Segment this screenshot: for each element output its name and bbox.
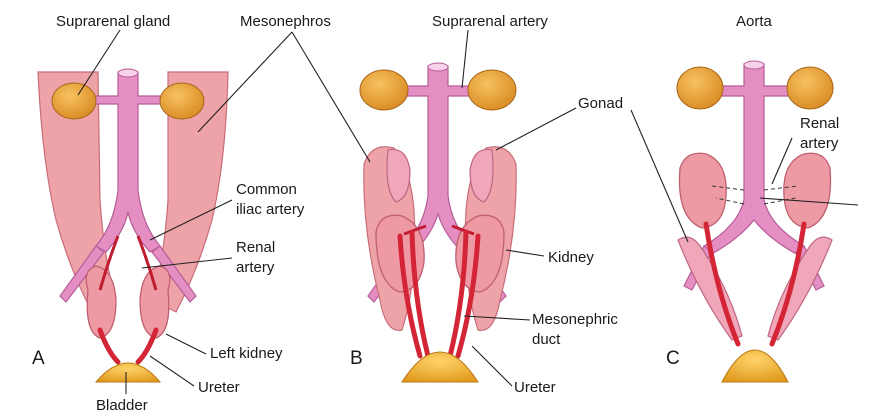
- renal-artery-a-right: [136, 235, 158, 291]
- aorta-a: [89, 71, 169, 253]
- renal-artery-b-right: [451, 224, 475, 236]
- renal-artery-a-left: [98, 235, 120, 291]
- label-bladder: Bladder: [96, 397, 148, 414]
- suprarenal-gland-a-right: [159, 82, 205, 120]
- panel-label-b: B: [350, 348, 363, 369]
- kidney-c-left: [678, 152, 727, 229]
- aorta-a-opening: [117, 68, 139, 78]
- label-common-iliac-line2: iliac artery: [236, 201, 305, 218]
- panel-a: [37, 68, 229, 383]
- ureter-a-left: [97, 327, 121, 365]
- ureter-b-left: [397, 233, 423, 359]
- bladder-a: [94, 362, 162, 383]
- panel-b: [359, 62, 517, 383]
- label-left-kidney: Left kidney: [210, 345, 283, 362]
- renal-artery-c-left-dashed: [711, 185, 745, 205]
- bladder-c: [721, 349, 789, 383]
- mesonephric-duct-b-right: [447, 229, 469, 359]
- suprarenal-gland-a-left: [51, 82, 97, 120]
- label-mesonephros: Mesonephros: [240, 13, 331, 30]
- suprarenal-gland-b-right: [467, 69, 517, 111]
- kidney-a-left: [85, 265, 117, 339]
- gonad-b-left: [386, 148, 411, 203]
- iliac-a-left: [59, 245, 105, 303]
- iliac-a-right: [151, 245, 197, 303]
- kidney-a-right: [139, 265, 171, 339]
- panel-c: [676, 60, 834, 383]
- labels: Suprarenal gland Mesonephros Suprarenal …: [32, 13, 839, 414]
- suprarenal-gland-c-right: [786, 66, 834, 110]
- suprarenal-gland-b-left: [359, 69, 409, 111]
- label-renal-artery-a-line1: Renal: [236, 239, 275, 256]
- gonad-b-right: [469, 148, 494, 203]
- label-ureter-b: Ureter: [514, 379, 556, 396]
- label-kidney: Kidney: [548, 249, 594, 266]
- suprarenal-gland-c-left: [676, 66, 724, 110]
- ureter-c-right: [769, 221, 807, 347]
- label-suprarenal-artery: Suprarenal artery: [432, 13, 548, 30]
- label-renal-artery-c-line1: Renal: [800, 115, 839, 132]
- panel-label-c: C: [666, 348, 680, 369]
- panel-label-a: A: [32, 348, 45, 369]
- label-suprarenal-gland: Suprarenal gland: [56, 13, 170, 30]
- label-renal-artery-c-line2: artery: [800, 135, 839, 152]
- aorta-b: [397, 65, 477, 253]
- ureter-a-right: [135, 327, 159, 365]
- aorta-c-opening: [743, 60, 765, 70]
- label-renal-artery-a-line2: artery: [236, 259, 275, 276]
- label-mesonephric-duct-line2: duct: [532, 331, 561, 348]
- renal-artery-c-right-dashed: [763, 185, 799, 205]
- label-common-iliac-line1: Common: [236, 181, 297, 198]
- kidney-c-right: [783, 152, 832, 229]
- label-gonad: Gonad: [578, 95, 623, 112]
- mesonephric-duct-b-left: [409, 229, 431, 359]
- ureter-c-left: [703, 221, 741, 347]
- ureter-b-right: [455, 233, 481, 359]
- aorta-c: [703, 63, 805, 257]
- bladder-b: [401, 351, 479, 383]
- renal-artery-b-left: [403, 224, 427, 236]
- label-ureter-a: Ureter: [198, 379, 240, 396]
- aorta-b-opening: [427, 62, 449, 72]
- label-mesonephric-duct-line1: Mesonephric: [532, 311, 618, 328]
- leader-lines: [77, 29, 859, 394]
- label-aorta: Aorta: [736, 13, 773, 30]
